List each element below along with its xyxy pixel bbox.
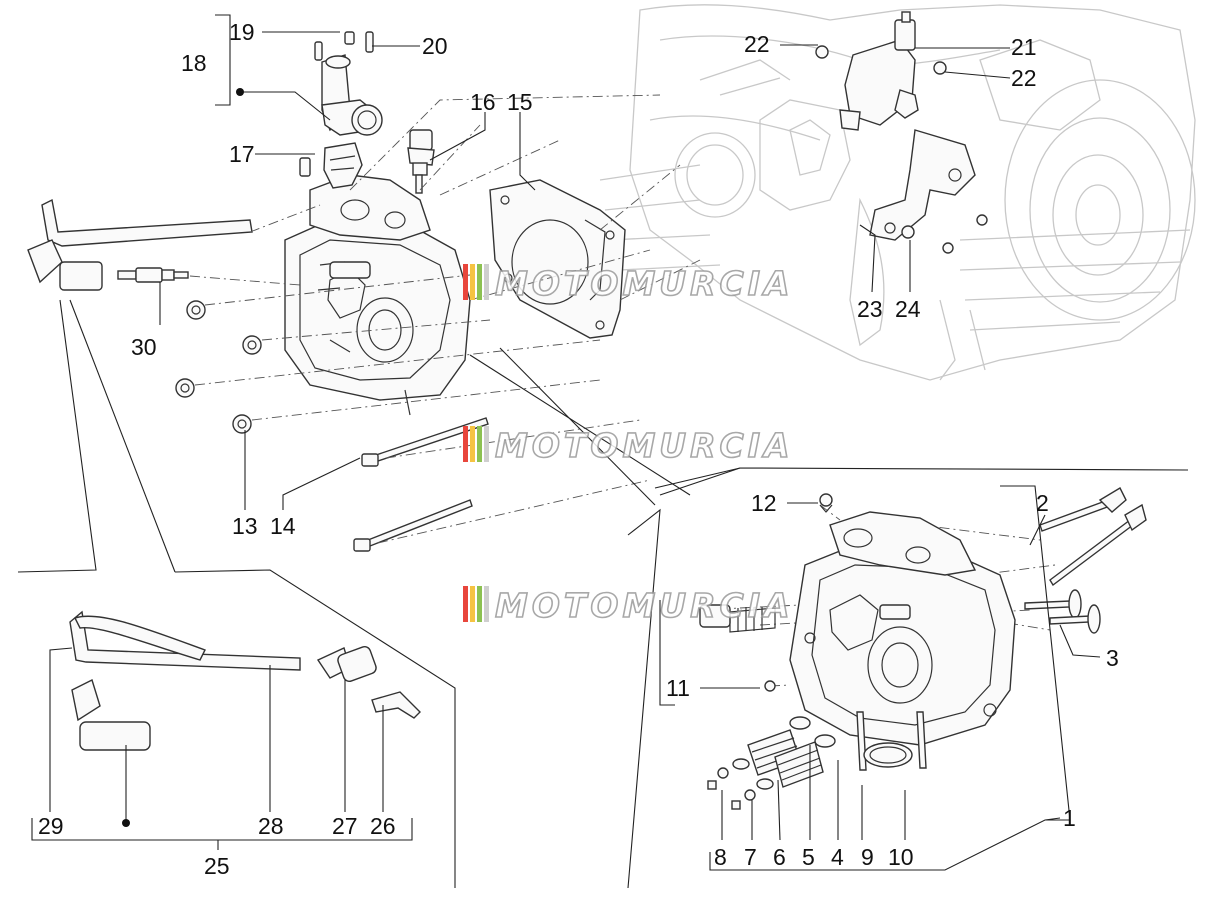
watermark-text: MOTOMURCIA — [495, 426, 794, 465]
callout-20: 20 — [422, 33, 448, 59]
callout-9: 9 — [861, 844, 874, 870]
spark-plug — [117, 267, 189, 283]
callout-labels: 19 20 18 16 15 17 22 21 22 23 24 30 13 1… — [38, 19, 1119, 879]
engine-ghost-drawing — [599, 4, 1196, 381]
callout-22-right: 22 — [1011, 65, 1037, 91]
watermark-stripe-red — [463, 426, 468, 462]
callout-25: 25 — [204, 853, 230, 879]
callout-18: 18 — [181, 50, 207, 76]
callout-25-dot — [122, 819, 130, 827]
watermark-stripe-grey — [484, 264, 489, 300]
watermark-stripe-green — [477, 586, 482, 622]
section-frames — [17, 299, 1189, 889]
callout-30: 30 — [131, 334, 157, 360]
watermark-stripe-yellow — [470, 586, 475, 622]
callout-24: 24 — [895, 296, 921, 322]
head-gasket — [489, 179, 626, 339]
callout-23: 23 — [857, 296, 883, 322]
watermark-stripe-yellow — [470, 426, 475, 462]
watermark-stripe-grey — [484, 586, 489, 622]
callout-2: 2 — [1036, 490, 1049, 516]
callout-29: 29 — [38, 813, 64, 839]
callout-7: 7 — [744, 844, 757, 870]
callout-10: 10 — [888, 844, 914, 870]
cylinder-head-center — [284, 174, 471, 416]
leader-lines — [31, 14, 1101, 871]
head-bolts — [353, 417, 489, 552]
callout-8: 8 — [714, 844, 727, 870]
callout-15: 15 — [507, 89, 533, 115]
watermark-stripe-red — [463, 586, 468, 622]
callout-22-top: 22 — [744, 31, 770, 57]
callout-6: 6 — [773, 844, 786, 870]
watermark-1: MOTOMURCIA — [463, 263, 794, 304]
watermark-stripe-green — [477, 264, 482, 300]
watermark-stripe-grey — [484, 426, 489, 462]
watermark-stripe-green — [477, 426, 482, 462]
watermark-stripe-red — [463, 264, 468, 300]
callout-17: 17 — [229, 141, 255, 167]
watermark-text: MOTOMURCIA — [495, 264, 794, 303]
watermark-2: MOTOMURCIA — [463, 425, 794, 466]
watermark-text: MOTOMURCIA — [495, 586, 794, 625]
nuts-group — [175, 300, 262, 434]
cylinder-head-lower — [699, 493, 1016, 746]
callout-21: 21 — [1011, 34, 1037, 60]
callout-13: 13 — [232, 513, 258, 539]
sensor-assembly — [815, 11, 988, 254]
callout-18-dot — [236, 88, 244, 96]
callout-5: 5 — [802, 844, 815, 870]
valve-springs-group — [707, 711, 927, 810]
temperature-sensor — [407, 129, 435, 194]
watermark-stripe-yellow — [470, 264, 475, 300]
callout-28: 28 — [258, 813, 284, 839]
plug-cap-kit — [69, 610, 421, 751]
callout-3: 3 — [1106, 645, 1119, 671]
callout-4: 4 — [831, 844, 844, 870]
callout-12: 12 — [751, 490, 777, 516]
callout-26: 26 — [370, 813, 396, 839]
thermostat-housing — [299, 31, 383, 189]
watermark-3: MOTOMURCIA — [463, 585, 794, 626]
callout-1: 1 — [1063, 805, 1076, 831]
valves — [1024, 487, 1147, 634]
callout-16: 16 — [470, 89, 496, 115]
callout-19: 19 — [229, 19, 255, 45]
callout-27: 27 — [332, 813, 358, 839]
plug-cap-top — [27, 198, 253, 291]
callout-14: 14 — [270, 513, 296, 539]
callout-11: 11 — [666, 675, 690, 701]
